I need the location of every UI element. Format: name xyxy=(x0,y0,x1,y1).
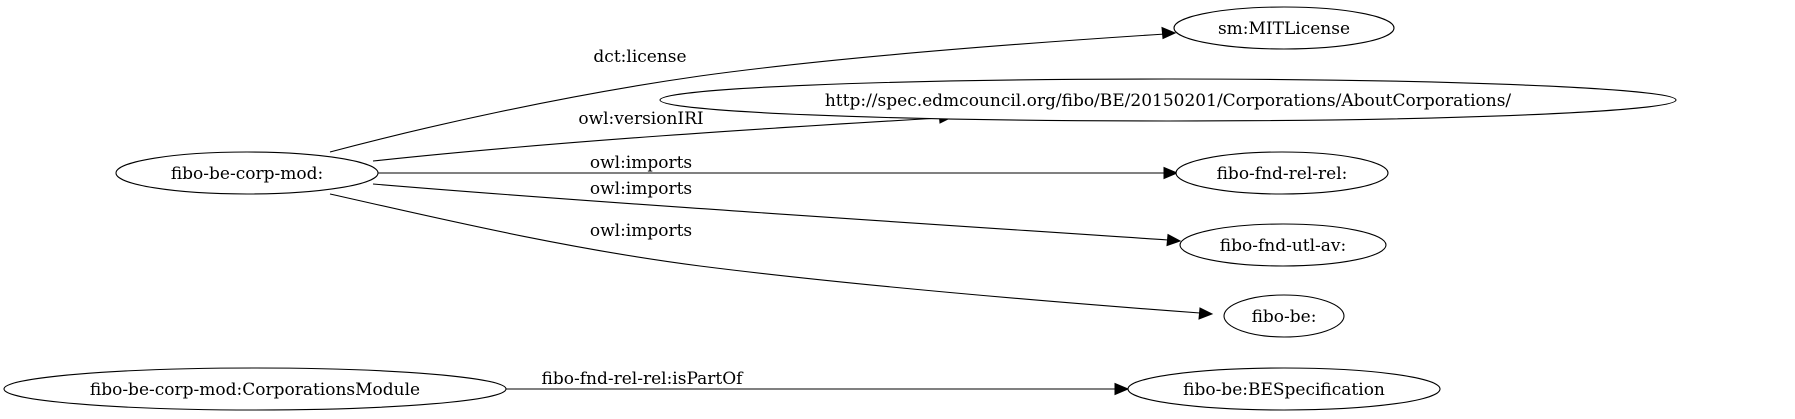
arrowhead-license xyxy=(1161,26,1177,40)
edge-owl-imports-utl: owl:imports xyxy=(372,179,1182,247)
node-label-mit-license: sm:MITLicense xyxy=(1218,19,1350,39)
node-version-iri: http://spec.edmcouncil.org/fibo/BE/20150… xyxy=(659,78,1677,122)
node-corporations-module: fibo-be-corp-mod:CorporationsModule xyxy=(3,367,507,411)
node-label-corporations-module: fibo-be-corp-mod:CorporationsModule xyxy=(90,380,420,400)
edge-label-isPartOf: fibo-fnd-rel-rel:isPartOf xyxy=(542,369,745,389)
edge-label-license: dct:license xyxy=(593,47,686,67)
node-fibo-fnd-rel-rel: fibo-fnd-rel-rel: xyxy=(1175,151,1389,195)
node-fibo-be: fibo-be: xyxy=(1223,294,1345,338)
edge-label-versionIRI: owl:versionIRI xyxy=(578,109,703,129)
edge-isPartOf: fibo-fnd-rel-rel:isPartOf xyxy=(506,369,1130,396)
node-label-fibo-be: fibo-be: xyxy=(1252,307,1317,327)
edge-label-imports-be: owl:imports xyxy=(590,221,692,241)
node-fibo-fnd-utl-av: fibo-fnd-utl-av: xyxy=(1179,223,1387,267)
edge-dct-license: dct:license xyxy=(329,26,1177,153)
node-label-fnd-rel-rel: fibo-fnd-rel-rel: xyxy=(1217,164,1348,184)
arrowhead-imports-rel xyxy=(1163,166,1179,180)
arrowhead-imports-utl xyxy=(1166,233,1182,247)
node-sm-MITLicense: sm:MITLicense xyxy=(1173,6,1395,50)
node-label-be-specification: fibo-be:BESpecification xyxy=(1183,380,1385,400)
edge-owl-imports-be: owl:imports xyxy=(329,193,1214,320)
arrowhead-imports-be xyxy=(1198,307,1214,320)
node-be-specification: fibo-be:BESpecification xyxy=(1127,367,1441,411)
edge-label-imports-rel: owl:imports xyxy=(590,153,692,173)
edge-owl-imports-rel: owl:imports xyxy=(378,153,1179,180)
node-label-version-iri: http://spec.edmcouncil.org/fibo/BE/20150… xyxy=(825,91,1512,111)
node-label-corp-mod: fibo-be-corp-mod: xyxy=(171,164,323,184)
node-label-fnd-utl-av: fibo-fnd-utl-av: xyxy=(1220,236,1347,256)
edge-label-imports-utl: owl:imports xyxy=(590,179,692,199)
arrowhead-isPartOf xyxy=(1114,382,1130,396)
node-fibo-be-corp-mod: fibo-be-corp-mod: xyxy=(115,151,379,195)
